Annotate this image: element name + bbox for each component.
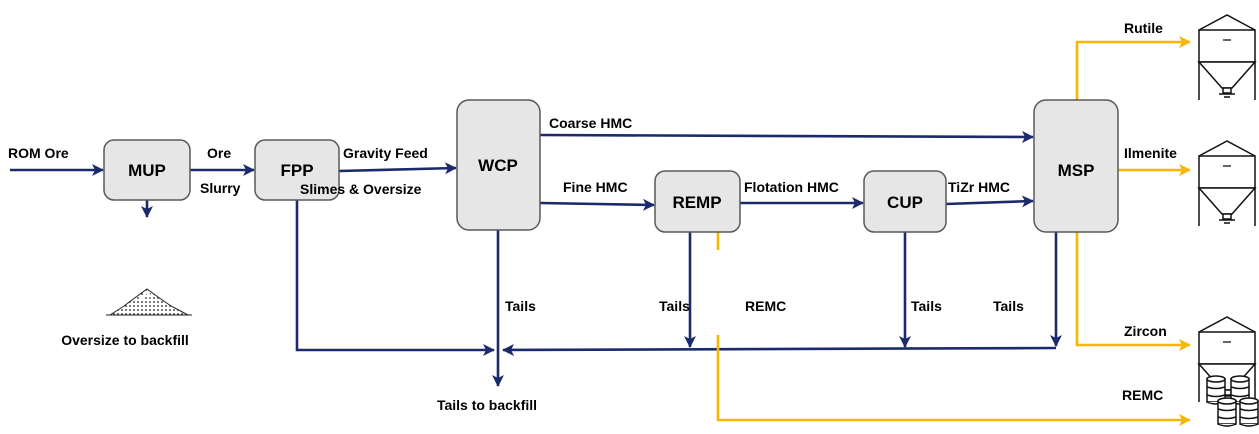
unit-remp: REMP <box>654 170 741 233</box>
arrow-coarse-hmc <box>539 130 1034 143</box>
stream-slurry-label: Slurry <box>200 180 241 196</box>
unit-msp: MSP <box>1033 99 1119 233</box>
unit-wcp: WCP <box>456 99 541 231</box>
product-remc-label: REMC <box>1122 387 1163 403</box>
arrow-fine-hmc <box>539 198 655 211</box>
stream-fine-hmc-label: Fine HMC <box>563 179 628 195</box>
arrow-remc <box>716 335 1191 426</box>
tails-wcp-label: Tails <box>505 298 536 314</box>
unit-remp-label: REMP <box>672 193 721 212</box>
line-slimes-oversize <box>295 200 495 356</box>
product-zircon-label: Zircon <box>1124 323 1167 339</box>
unit-msp-label: MSP <box>1058 161 1095 180</box>
stream-flotation-hmc-label: Flotation HMC <box>744 179 839 195</box>
unit-fpp-label: FPP <box>280 161 313 180</box>
stream-coarse-hmc-label: Coarse HMC <box>549 115 632 131</box>
destination-oversize-label: Oversize to backfill <box>61 332 189 348</box>
silo-icon <box>1198 140 1256 227</box>
tails-remp-label: Tails <box>659 298 690 314</box>
product-ilmenite-label: Ilmenite <box>1124 145 1177 161</box>
unit-cup-label: CUP <box>887 193 923 212</box>
stream-tizr-hmc-label: TiZr HMC <box>948 179 1010 195</box>
unit-wcp-label: WCP <box>478 156 518 175</box>
arrow-fpp-to-wcp <box>338 162 457 175</box>
stream-ore-label: Ore <box>207 145 231 161</box>
product-rutile-label: Rutile <box>1124 20 1163 36</box>
stream-gravity-feed-label: Gravity Feed <box>343 145 428 161</box>
destination-tails-label: Tails to backfill <box>437 397 537 413</box>
feed-label: ROM Ore <box>8 145 69 161</box>
arrow-tizr-hmc <box>945 195 1034 208</box>
tails-cup-label: Tails <box>911 298 942 314</box>
unit-mup-label: MUP <box>128 161 166 180</box>
arrow-rutile <box>1075 36 1191 100</box>
unit-mup: MUP <box>103 139 191 201</box>
unit-cup: CUP <box>863 170 947 233</box>
silo-icon <box>1198 14 1256 101</box>
tails-msp-label: Tails <box>993 298 1024 314</box>
arrow-zircon <box>1075 232 1191 351</box>
stream-slimes-oversize-label: Slimes & Oversize <box>300 181 422 197</box>
stream-remc-label: REMC <box>745 298 786 314</box>
drums-icon <box>1206 375 1259 427</box>
line-tails-header <box>502 343 1057 356</box>
unit-fpp: FPP <box>254 139 340 201</box>
stockpile-icon <box>106 288 192 316</box>
